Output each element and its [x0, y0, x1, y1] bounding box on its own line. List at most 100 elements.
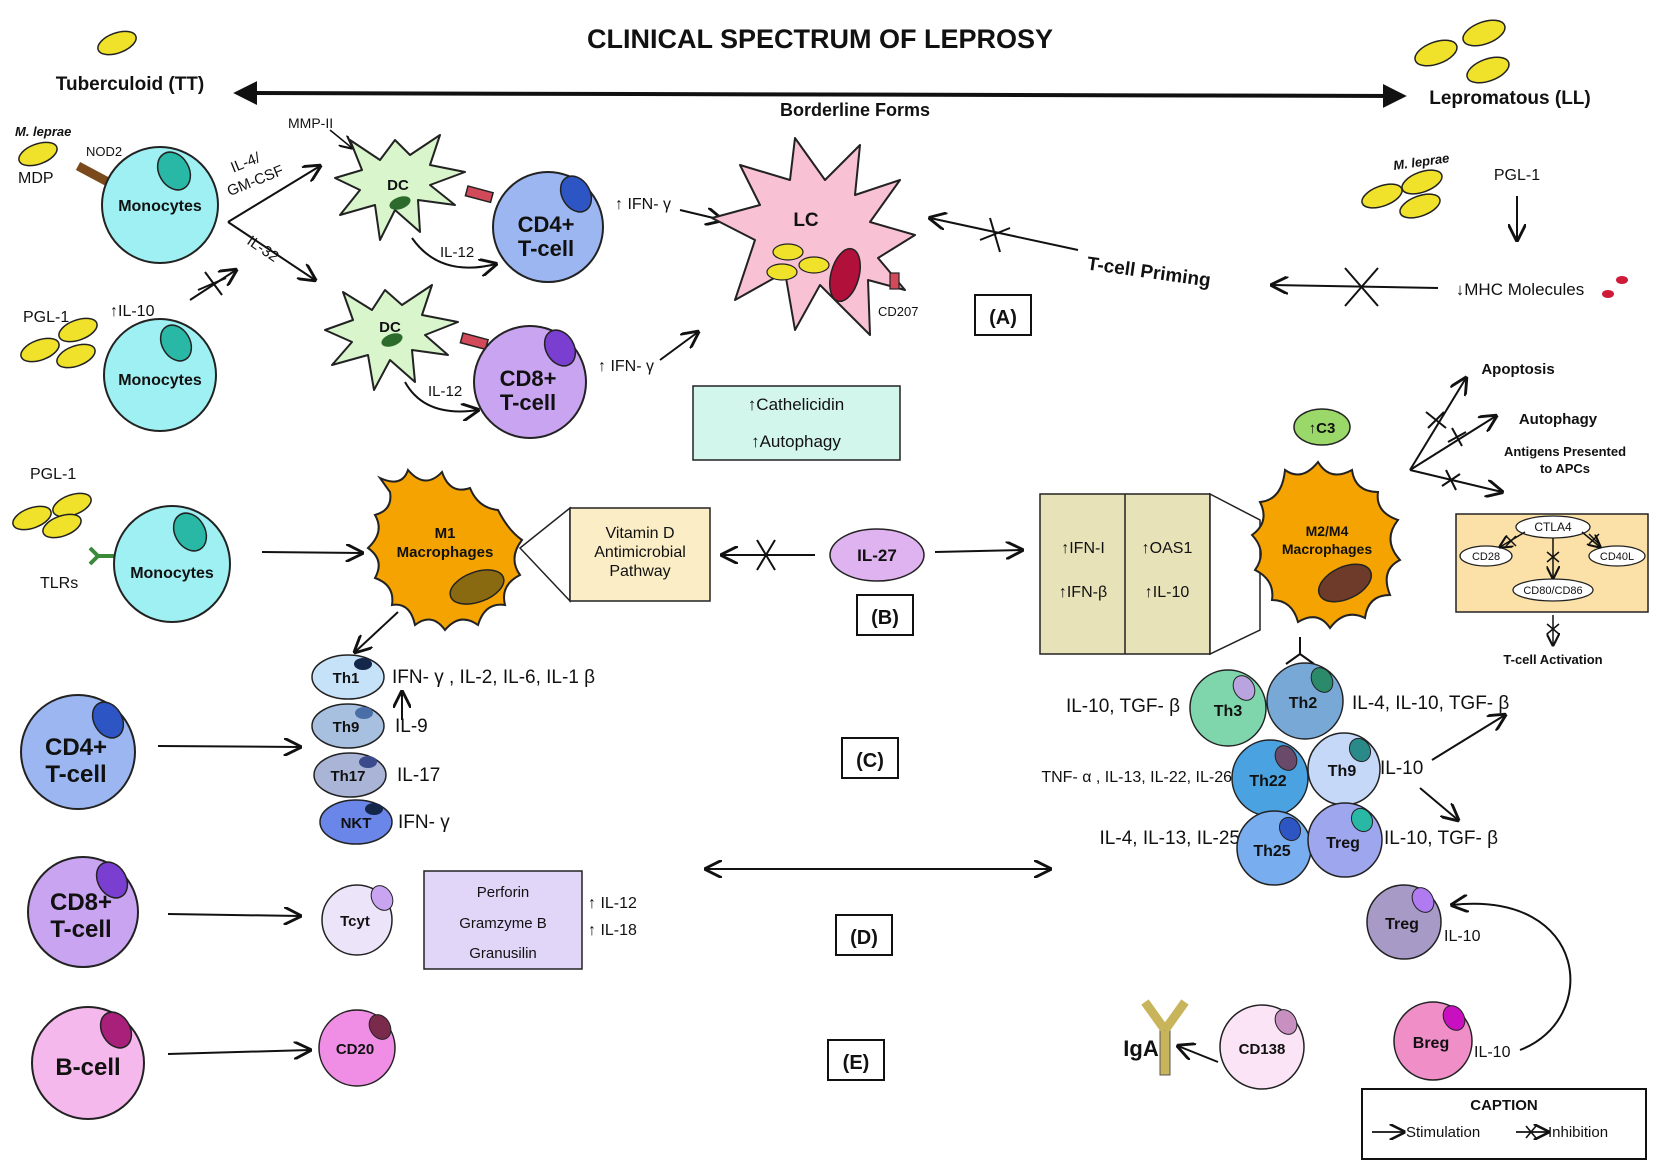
stimulation-label: Stimulation [1406, 1124, 1480, 1141]
inhibition-cross-icon [197, 271, 227, 296]
inhibition-cross-icon-3 [1344, 267, 1379, 307]
cd8-t-cell-top: CD8+ T-cell [473, 325, 587, 439]
inhibition-cross-icon-4 [756, 539, 776, 571]
m2-macrophage: M2/M4 Macrophages [1250, 460, 1402, 630]
cathelicidin-box: ↑Cathelicidin ↑Autophagy [692, 385, 901, 461]
monocytes-label-2: Monocytes [118, 372, 202, 389]
inhibition-label: Inhibition [1548, 1124, 1608, 1141]
il32-label: IL-32 [244, 233, 282, 266]
autophagy-arrow [1409, 416, 1496, 471]
breg-cell: Breg [1393, 1001, 1473, 1081]
cd207-receptor-icon [889, 272, 900, 290]
bacteria-icon [18, 141, 58, 167]
breg-il10-label: IL-10 [1474, 1044, 1511, 1061]
th9-cell: Th9 [311, 703, 385, 749]
nkt-label: NKT [341, 815, 372, 832]
th1-label: Th1 [333, 670, 360, 687]
m1-macrophage: M1 Macrophages [366, 468, 524, 632]
th9-cytokines: IL-9 [395, 716, 428, 737]
il10-down-arrow [1419, 787, 1458, 820]
ifn-up-label-top: ↑ IFN- γ [615, 196, 671, 213]
svg-text:(E): (E) [843, 1052, 870, 1074]
bcell-label: B-cell [55, 1054, 120, 1081]
m-leprae-label: M. leprae [15, 124, 71, 139]
cd8-to-tcyt-arrow [167, 914, 300, 916]
nkt-cytokines: IFN- γ [398, 812, 450, 833]
tlrs-label: TLRs [40, 575, 78, 592]
th17-cell: Th17 [313, 752, 387, 798]
m1-line1: M1 [435, 525, 456, 542]
caption-title: CAPTION [1470, 1097, 1538, 1114]
th17-cytokines: IL-17 [397, 765, 440, 786]
c3-label: ↑C3 [1309, 420, 1336, 437]
granusilin-label: Granusilin [469, 945, 537, 962]
autophagy-up-label: ↑Autophagy [751, 432, 841, 451]
inhibition-cross-icon-5 [1546, 623, 1560, 635]
monocyte-cell-bottom: Monocytes [103, 318, 217, 432]
th3-cell: Th3 [1189, 669, 1267, 747]
arrow-to-m1 [261, 552, 362, 553]
dendritic-cell-bottom: DC [324, 284, 459, 391]
tuberculoid-label: Tuberculoid (TT) [56, 74, 204, 95]
langerhans-cell: LC [711, 137, 916, 336]
ctla4-box: CTLA4 CD28 CD40L CD80/CD86 [1455, 513, 1649, 613]
th9-right-cytokines: IL-10 [1380, 758, 1423, 779]
ifn-up-label-bottom: ↑ IFN- γ [598, 358, 654, 375]
breg-to-treg-arrow [1452, 904, 1572, 1051]
tcyt-cell: Tcyt [321, 884, 394, 956]
breg-label: Breg [1413, 1035, 1449, 1052]
nkt-cell: NKT [319, 799, 393, 845]
ctla4-label: CTLA4 [1534, 520, 1572, 534]
cd138-to-iga-arrow [1178, 1046, 1219, 1063]
apoptosis-arrow [1409, 378, 1466, 471]
th22-cytokines: TNF- α , IL-13, IL-22, IL-26 [1041, 769, 1232, 786]
inhibited-arrow [189, 270, 236, 301]
b-cell: B-cell [31, 1006, 145, 1120]
il12-label-top: IL-12 [440, 244, 474, 261]
tcyt-label: Tcyt [340, 913, 370, 930]
th2-cytokines: IL-4, IL-10, TGF- β [1352, 693, 1509, 714]
caption-box: CAPTION Stimulation Inhibition [1361, 1088, 1647, 1160]
ifn-b-label: ↑IFN-β [1059, 584, 1107, 601]
pgl1-right-label: PGL-1 [1494, 167, 1540, 184]
cd4-c-line1: CD4+ [45, 734, 107, 761]
cd8-d-line2: T-cell [50, 916, 111, 943]
nod2-receptor-icon [75, 162, 111, 186]
gramzyme-label: Gramzyme B [459, 915, 547, 932]
pgl1-b-label: PGL-1 [30, 466, 76, 483]
bacteria-cluster-icon-top-right [1414, 19, 1510, 84]
il10-up-label: ↑IL-10 [110, 303, 155, 320]
cd8-d-line1: CD8+ [50, 889, 112, 916]
th25-cell: Th25 [1236, 810, 1312, 886]
mmp-label: MMP-II [288, 115, 333, 131]
dc-label: DC [387, 177, 409, 194]
cd138-cell: CD138 [1219, 1004, 1305, 1090]
th3-label: Th3 [1214, 703, 1243, 720]
antigens-line2: to APCs [1540, 461, 1590, 476]
th1-cell: Th1 [311, 654, 385, 700]
cathelicidin-label: ↑Cathelicidin [748, 395, 844, 414]
iga-label: IgA [1123, 1036, 1159, 1061]
lepromatous-label: Lepromatous (LL) [1429, 88, 1591, 109]
th2-cell: Th2 [1266, 662, 1344, 740]
bcell-to-cd20-arrow [167, 1050, 310, 1054]
monocyte-cell-top: Monocytes [101, 146, 219, 264]
th9-right-label: Th9 [1328, 763, 1357, 780]
section-d-label: (D) [835, 914, 893, 956]
cd8-t-cell-d: CD8+ T-cell [27, 856, 139, 968]
treg-d-il10: IL-10 [1444, 928, 1481, 945]
il10-up-b-label: ↑IL-10 [1145, 584, 1190, 601]
cd207-label: CD207 [878, 304, 918, 319]
arrow-to-dc-bottom [227, 221, 315, 280]
perforin-box: Perforin Gramzyme B Granusilin [423, 870, 583, 970]
vitd-line3: Pathway [609, 563, 670, 580]
autophagy-label: Autophagy [1519, 411, 1598, 428]
th25-cytokines: IL-4, IL-13, IL-25 [1100, 828, 1240, 849]
vitamin-d-box: Vitamin D Antimicrobial Pathway [569, 507, 711, 602]
priming-arrow [930, 218, 1079, 251]
monocytes-b-label: Monocytes [130, 565, 214, 582]
cd4-line1: CD4+ [518, 212, 575, 237]
svg-text:(C): (C) [856, 750, 884, 772]
mdp-label: MDP [18, 170, 54, 187]
cd4-c-line2: T-cell [45, 761, 106, 788]
